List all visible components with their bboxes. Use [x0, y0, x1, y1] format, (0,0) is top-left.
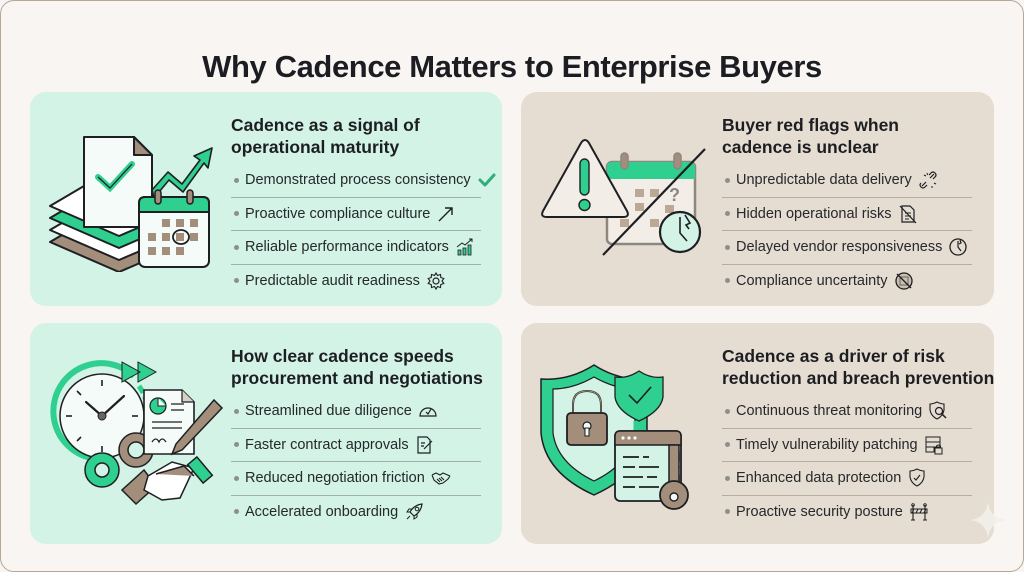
bullet — [234, 509, 239, 515]
item-label: Accelerated onboarding — [245, 503, 399, 520]
list-item: Compliance uncertainty — [722, 265, 972, 298]
heading-line-2: cadence is unclear — [722, 137, 879, 157]
checkmark-icon — [477, 170, 497, 190]
red-flag-list: Unpredictable data delivery Hidden opera… — [722, 164, 972, 297]
list-item: Timely vulnerability patching — [722, 429, 972, 462]
panel-procurement-speed: How clear cadence speeds procurement and… — [30, 323, 502, 544]
shield-search-icon — [928, 401, 948, 421]
panel-buyer-red-flags: ? Buyer red flags when cadence is unclea… — [521, 92, 994, 306]
benefit-list: Demonstrated process consistency Proacti… — [231, 164, 496, 298]
clock-gears-contract-handshake-illustration — [44, 358, 224, 513]
panel-heading: How clear cadence speeds procurement and… — [231, 345, 491, 389]
trend-arrow-icon — [436, 204, 456, 224]
list-item: Enhanced data protection — [722, 462, 972, 496]
rocket-icon — [404, 502, 424, 522]
panel-heading: Cadence as a driver of risk reduction an… — [722, 345, 995, 389]
bar-chart-trend-icon — [455, 237, 475, 257]
item-label: Demonstrated process consistency — [245, 172, 471, 189]
bullet — [725, 408, 730, 414]
procurement-list: Streamlined due diligence Faster contrac… — [231, 395, 481, 528]
list-item: Proactive compliance culture — [231, 198, 481, 231]
item-label: Timely vulnerability patching — [736, 436, 918, 453]
item-label: Proactive security posture — [736, 503, 903, 520]
item-label: Continuous threat monitoring — [736, 403, 923, 420]
list-item: Faster contract approvals — [231, 429, 481, 462]
panel-risk-reduction: Cadence as a driver of risk reduction an… — [521, 323, 994, 544]
list-item: Unpredictable data delivery — [722, 164, 972, 198]
bullet — [725, 442, 730, 448]
bullet — [234, 408, 239, 414]
bullet — [234, 475, 239, 481]
item-label: Predictable audit readiness — [245, 272, 420, 289]
heading-line-1: Cadence as a driver of risk — [722, 346, 945, 366]
bullet — [234, 442, 239, 448]
item-label: Streamlined due diligence — [245, 403, 412, 420]
barrier-icon — [909, 502, 929, 522]
server-lock-icon — [924, 435, 944, 455]
bullet — [234, 278, 239, 284]
handshake-icon — [431, 468, 451, 488]
list-item: Proactive security posture — [722, 496, 972, 529]
hidden-document-icon — [898, 204, 918, 224]
heading-line-2: procurement and negotiations — [231, 368, 483, 388]
list-item: Reliable performance indicators — [231, 231, 481, 265]
bullet — [725, 177, 730, 183]
item-label: Enhanced data protection — [736, 470, 902, 487]
heading-line-2: reduction and breach prevention — [722, 368, 995, 388]
bullet — [725, 509, 730, 515]
list-item: Streamlined due diligence — [231, 395, 481, 429]
gear-icon — [426, 271, 446, 291]
sparkle-watermark-icon — [968, 500, 1008, 540]
item-label: Delayed vendor responsiveness — [736, 239, 943, 256]
bullet — [234, 244, 239, 250]
speedometer-icon — [418, 401, 438, 421]
page-title: Why Cadence Matters to Enterprise Buyers — [202, 48, 822, 84]
bullet — [725, 244, 730, 250]
heading-line-2: operational maturity — [231, 137, 400, 157]
item-label: Hidden operational risks — [736, 205, 892, 222]
item-label: Unpredictable data delivery — [736, 172, 912, 189]
item-label: Proactive compliance culture — [245, 205, 431, 222]
heading-line-1: Cadence as a signal of — [231, 115, 420, 135]
panel-heading: Buyer red flags when cadence is unclear — [722, 114, 982, 158]
bullet — [725, 278, 730, 284]
svg-text:?: ? — [669, 185, 680, 205]
list-item: Accelerated onboarding — [231, 496, 481, 529]
bullet — [234, 177, 239, 183]
bullet — [234, 211, 239, 217]
item-label: Reliable performance indicators — [245, 239, 449, 256]
panel-heading: Cadence as a signal of operational matur… — [231, 114, 491, 158]
item-label: Reduced negotiation friction — [245, 470, 425, 487]
edit-document-icon — [415, 435, 435, 455]
warning-calendar-broken-clock-illustration: ? — [535, 137, 710, 267]
bullet — [725, 211, 730, 217]
document-growth-calendar-illustration — [44, 122, 219, 273]
item-label: Compliance uncertainty — [736, 272, 888, 289]
clock-icon — [948, 237, 968, 257]
item-label: Faster contract approvals — [245, 436, 409, 453]
bullet — [725, 475, 730, 481]
list-item: Demonstrated process consistency — [231, 164, 496, 198]
shield-lock-key-illustration — [539, 363, 709, 513]
list-item: Continuous threat monitoring — [722, 395, 972, 429]
heading-line-1: Buyer red flags when — [722, 115, 899, 135]
list-item: Delayed vendor responsiveness — [722, 231, 972, 265]
broken-link-icon — [918, 170, 938, 190]
list-item: Reduced negotiation friction — [231, 462, 481, 496]
shield-check-icon — [907, 468, 927, 488]
no-compliance-icon — [894, 271, 914, 291]
list-item: Predictable audit readiness — [231, 265, 481, 298]
panel-operational-maturity: Cadence as a signal of operational matur… — [30, 92, 502, 306]
list-item: Hidden operational risks — [722, 198, 972, 231]
heading-line-1: How clear cadence speeds — [231, 346, 454, 366]
risk-list: Continuous threat monitoring Timely vuln… — [722, 395, 972, 528]
